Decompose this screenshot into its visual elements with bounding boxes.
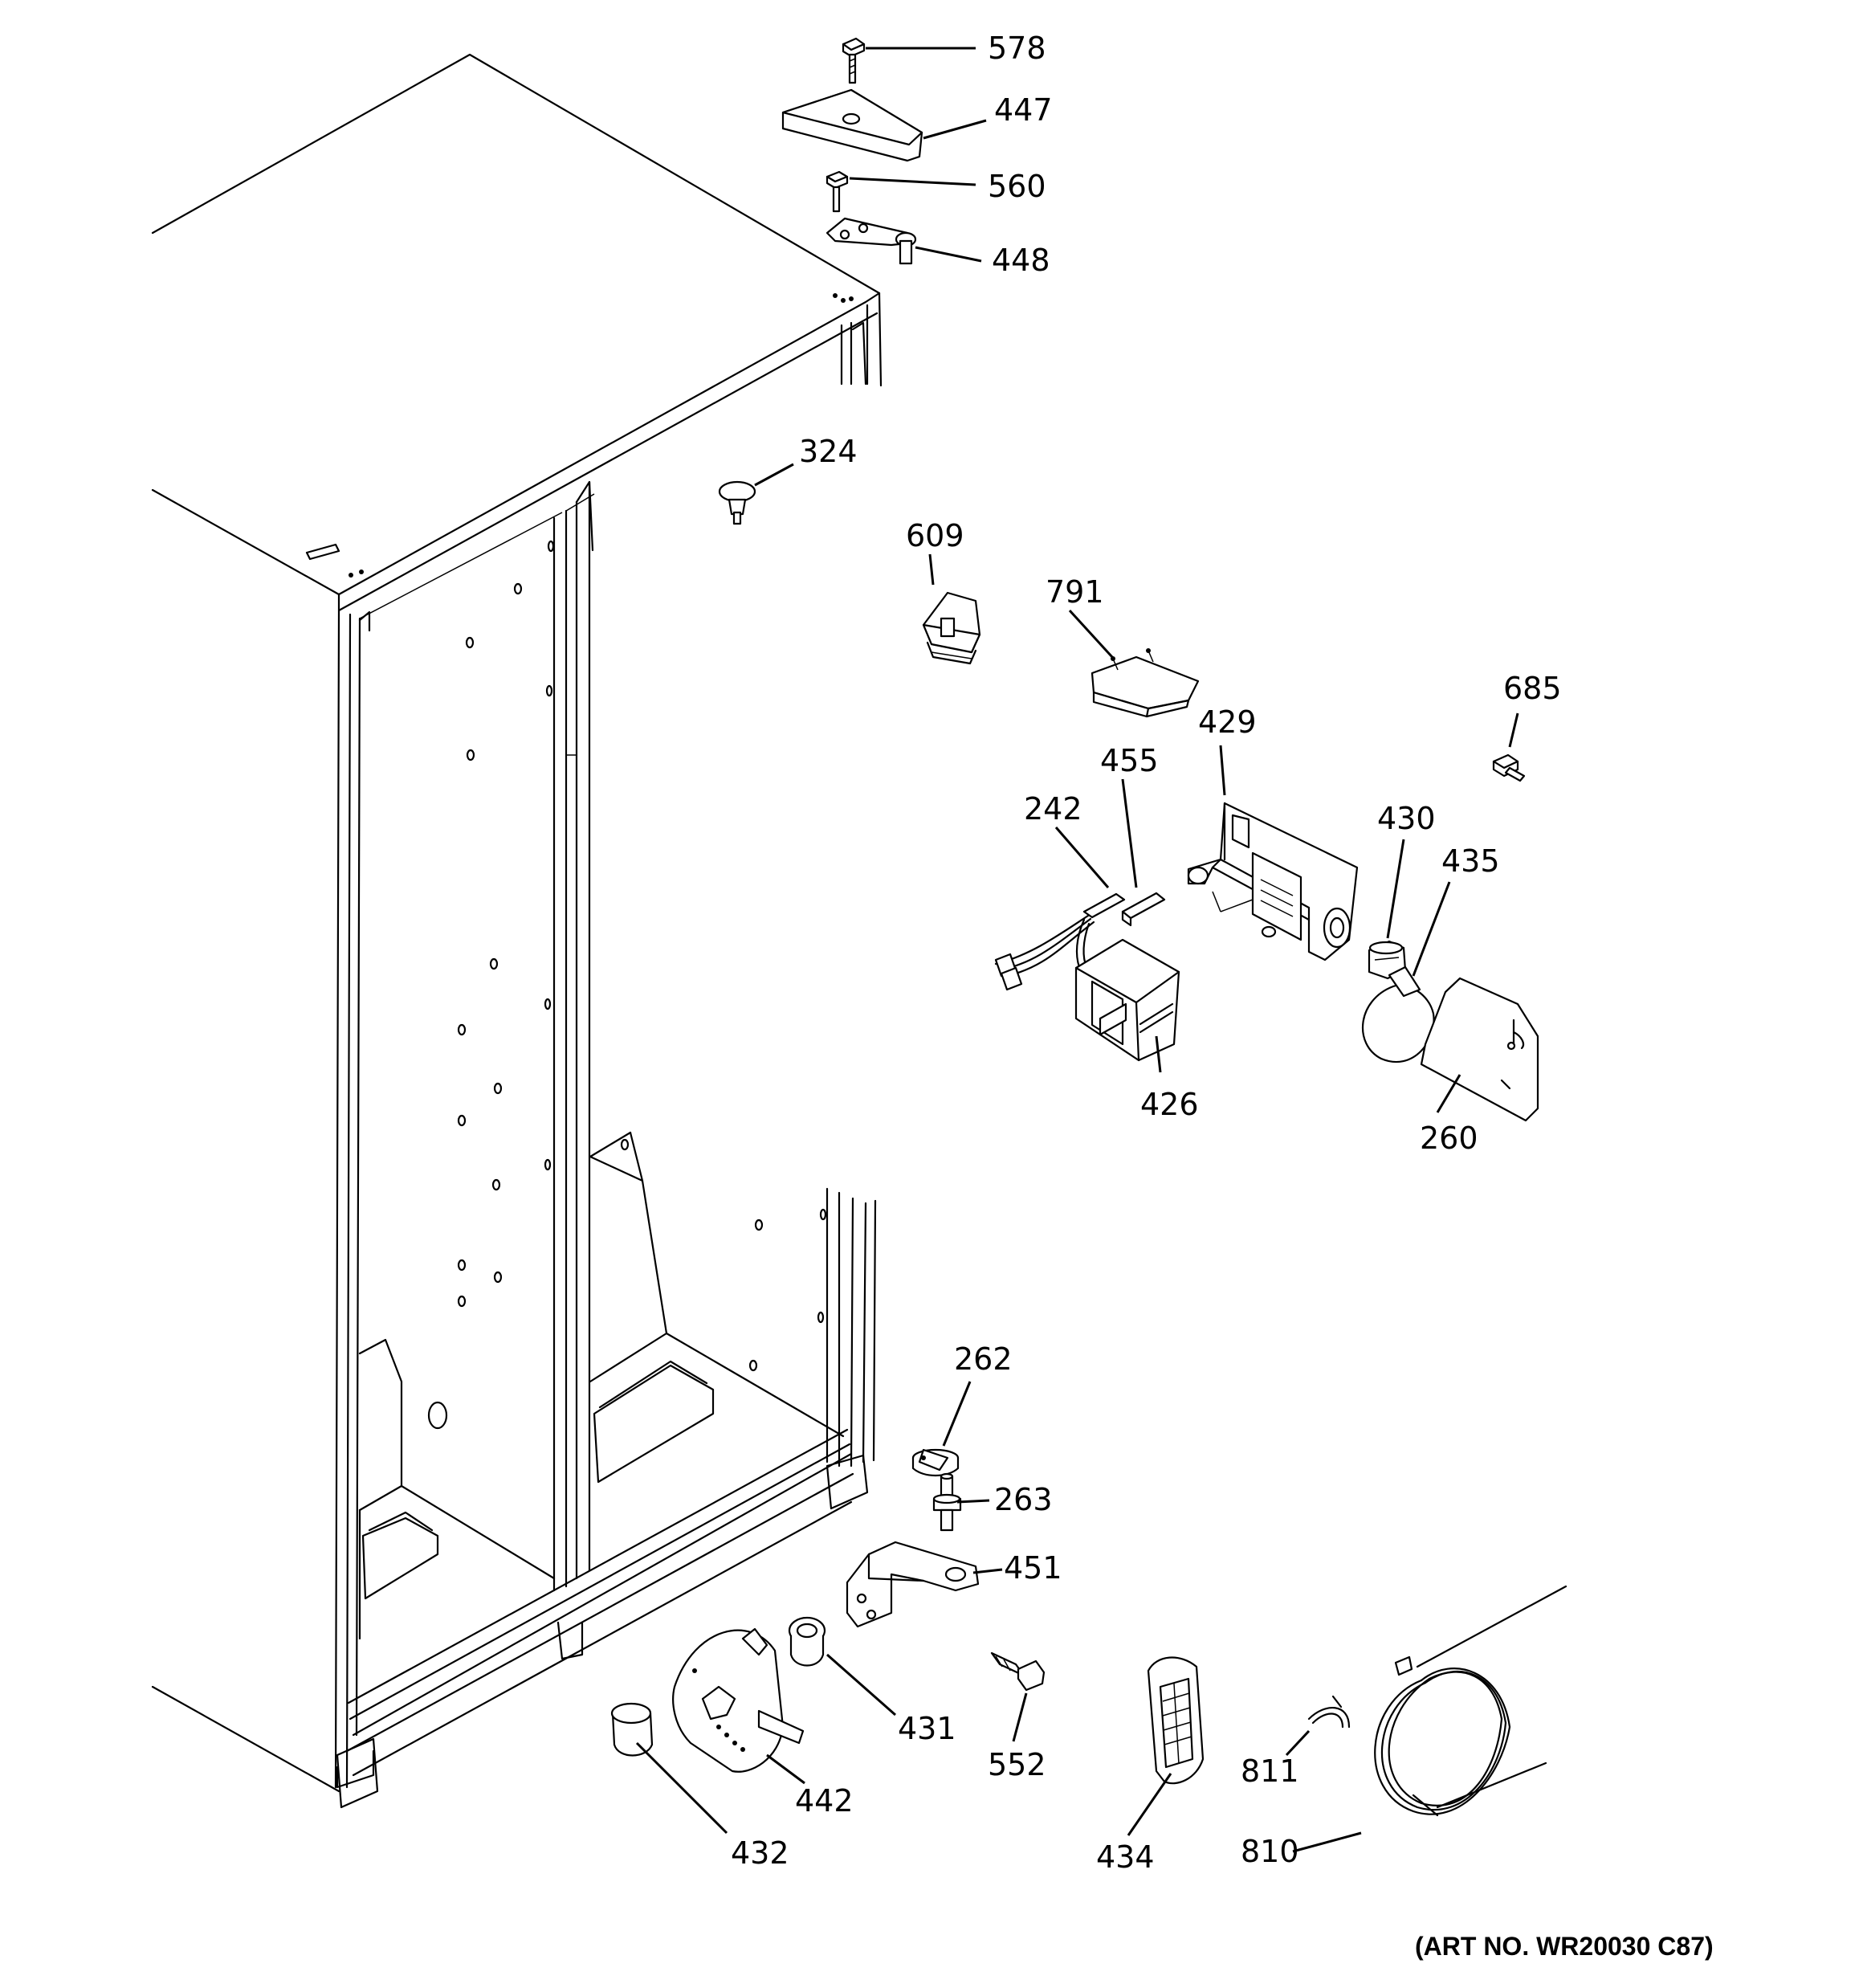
- part-810-tubing-coil: [1374, 1585, 1567, 1817]
- leader-431: [826, 1653, 896, 1717]
- callout-448: 448: [992, 243, 1050, 278]
- part-442-damper: [672, 1627, 805, 1773]
- leader-426: [1155, 1035, 1162, 1073]
- leader-552: [1012, 1692, 1028, 1742]
- part-435-light-bulb: [1361, 965, 1435, 1063]
- callout-260: 260: [1420, 1121, 1478, 1156]
- part-426-dispenser-switch: [1074, 938, 1180, 1062]
- callout-432: 432: [731, 1835, 789, 1871]
- leader-451: [972, 1568, 1003, 1574]
- leader-455: [1121, 778, 1138, 888]
- callout-791: 791: [1046, 574, 1104, 610]
- leader-324: [754, 463, 794, 487]
- part-260-light-shield: [1420, 977, 1539, 1122]
- part-448-hinge: [826, 217, 917, 265]
- callout-labels: 578 447 560 448 324 609 791 685 429 455 …: [731, 31, 1562, 1875]
- part-455-sensor: [1121, 892, 1166, 927]
- callout-578: 578: [988, 31, 1046, 66]
- callout-263: 263: [994, 1482, 1053, 1517]
- leader-810: [1292, 1831, 1362, 1853]
- callout-429: 429: [1198, 704, 1257, 740]
- callout-426: 426: [1140, 1087, 1199, 1122]
- part-791-cover: [1090, 648, 1200, 718]
- callout-262: 262: [954, 1341, 1013, 1377]
- part-447-hinge-cover: [781, 88, 923, 162]
- leader-434: [1127, 1773, 1172, 1836]
- callout-430: 430: [1377, 801, 1436, 836]
- part-263-pin: [932, 1472, 962, 1532]
- part-432-sleeve: [610, 1702, 654, 1757]
- leader-791: [1068, 609, 1114, 659]
- leader-430: [1386, 839, 1405, 939]
- callout-455: 455: [1100, 743, 1159, 778]
- leader-260: [1436, 1074, 1461, 1113]
- leader-435: [1412, 881, 1451, 977]
- part-429-dispenser-housing: [1187, 802, 1359, 961]
- leader-442: [766, 1753, 805, 1785]
- callout-451: 451: [1004, 1550, 1062, 1586]
- part-609-switch: [922, 591, 981, 665]
- leader-448: [915, 246, 982, 263]
- art-number-note: (ART NO. WR20030 C87): [1415, 1932, 1714, 1961]
- callout-447: 447: [994, 92, 1053, 128]
- callout-435: 435: [1441, 843, 1500, 879]
- leader-262: [942, 1381, 972, 1447]
- leader-lines: [635, 47, 1519, 1853]
- part-552-screw: [990, 1651, 1046, 1692]
- part-451-hinge-bracket: [846, 1541, 980, 1628]
- leader-560: [849, 177, 976, 186]
- callout-685: 685: [1503, 671, 1562, 706]
- part-560-screw: [826, 170, 849, 213]
- callout-324: 324: [799, 434, 858, 469]
- callout-811: 811: [1241, 1753, 1299, 1789]
- part-578-screw: [842, 37, 866, 84]
- callout-442: 442: [795, 1783, 854, 1819]
- callout-431: 431: [898, 1711, 956, 1746]
- leader-432: [635, 1741, 728, 1835]
- leader-429: [1219, 745, 1226, 796]
- refrigerator-cabinet: [151, 53, 883, 1809]
- leader-447: [923, 119, 987, 140]
- part-324-fastener: [718, 480, 756, 525]
- callout-560: 560: [988, 169, 1046, 204]
- part-685-screw: [1492, 753, 1526, 782]
- leader-263: [956, 1499, 990, 1504]
- callout-552: 552: [988, 1747, 1046, 1782]
- liner-holes: [427, 540, 827, 1430]
- callout-810: 810: [1241, 1834, 1299, 1869]
- leader-811: [1285, 1729, 1311, 1757]
- part-434-grille: [1147, 1656, 1205, 1785]
- leader-242: [1054, 827, 1110, 888]
- leader-609: [928, 553, 935, 586]
- callout-242: 242: [1024, 791, 1082, 827]
- callout-434: 434: [1096, 1839, 1155, 1875]
- part-262-cam: [911, 1448, 960, 1476]
- part-811-clip: [1307, 1695, 1351, 1729]
- leader-685: [1508, 712, 1519, 748]
- part-431-bushing: [788, 1616, 826, 1667]
- callout-609: 609: [906, 518, 964, 553]
